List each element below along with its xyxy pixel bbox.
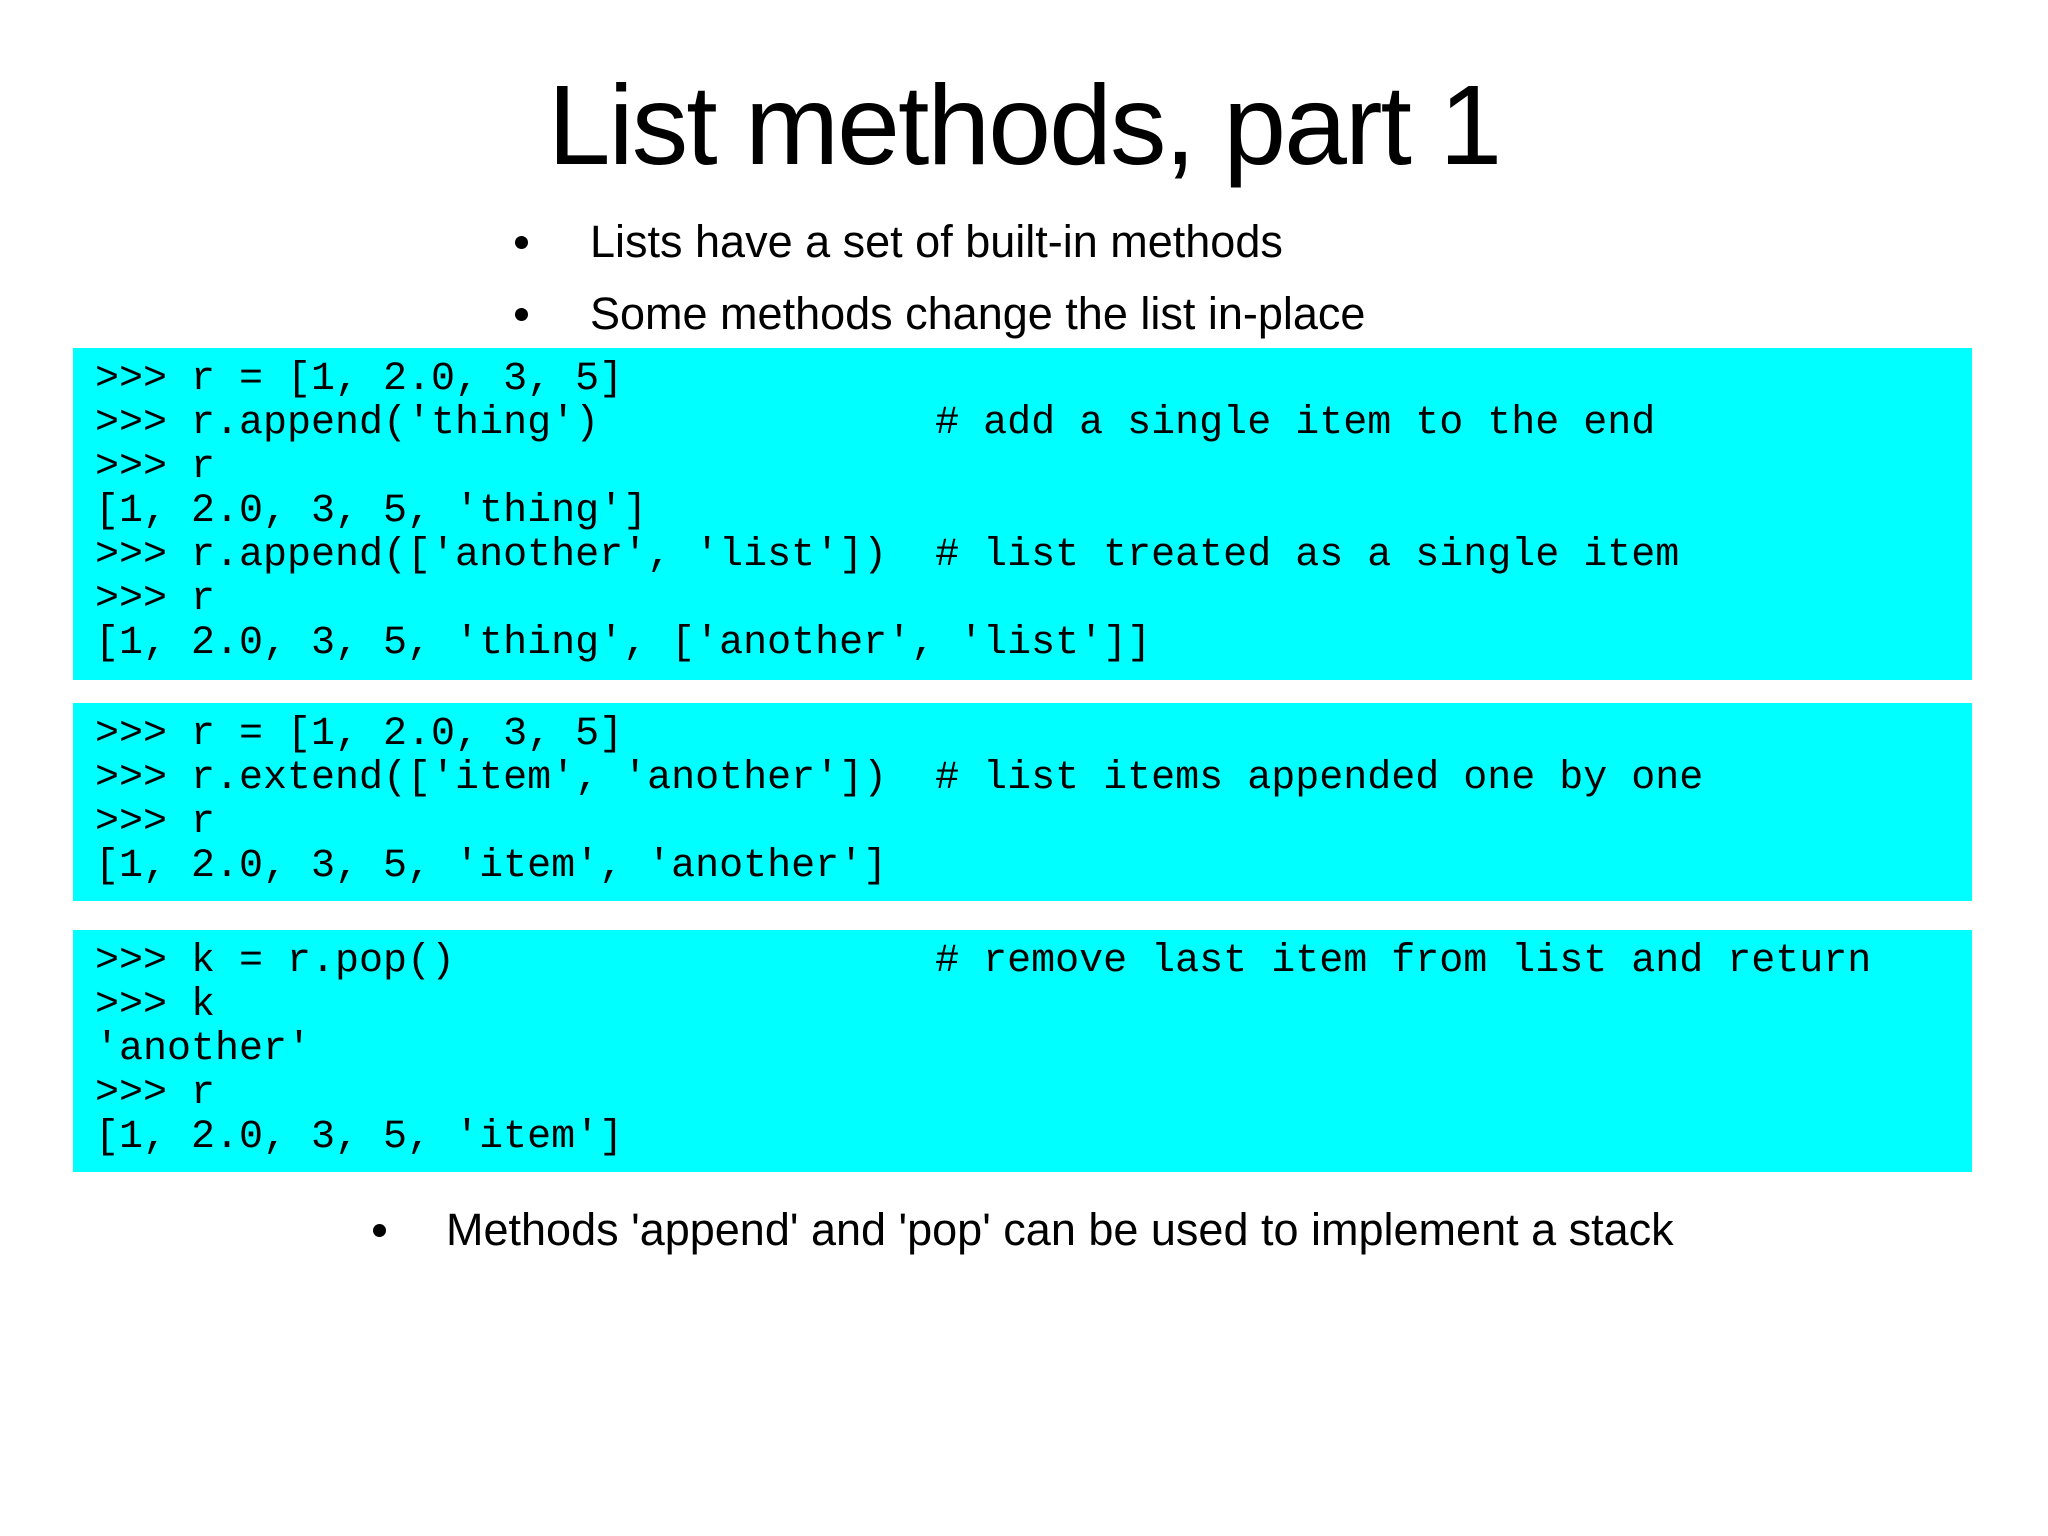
intro-bullet-list: Lists have a set of built-in methods Som…	[515, 206, 1365, 350]
bullet-item: Some methods change the list in-place	[515, 278, 1365, 350]
code-line: >>> r	[95, 445, 216, 490]
bullet-dot-icon	[515, 307, 528, 321]
code-line: >>> r.append('thing') # add a single ite…	[95, 401, 1656, 446]
bullet-item: Methods 'append' and 'pop' can be used t…	[373, 1200, 1674, 1260]
bullet-label: Lists have a set of built-in methods	[590, 216, 1283, 267]
code-block-append: >>> r = [1, 2.0, 3, 5] >>> r.append('thi…	[73, 348, 1972, 680]
code-line: >>> k	[95, 983, 216, 1028]
code-line: >>> r = [1, 2.0, 3, 5]	[95, 357, 624, 402]
code-block-pop: >>> k = r.pop() # remove last item from …	[73, 930, 1972, 1172]
code-block-extend: >>> r = [1, 2.0, 3, 5] >>> r.extend(['it…	[73, 703, 1972, 901]
code-line: >>> k = r.pop() # remove last item from …	[95, 939, 1872, 984]
bullet-dot-icon	[515, 235, 528, 249]
code-line: >>> r	[95, 1071, 216, 1116]
bullet-label: Methods 'append' and 'pop' can be used t…	[446, 1204, 1674, 1255]
bullet-item: Lists have a set of built-in methods	[515, 206, 1365, 278]
code-line: >>> r	[95, 800, 216, 845]
code-line: [1, 2.0, 3, 5, 'thing']	[95, 489, 648, 534]
bullet-label: Some methods change the list in-place	[590, 288, 1366, 339]
code-line: >>> r	[95, 577, 216, 622]
code-line: [1, 2.0, 3, 5, 'item', 'another']	[95, 844, 888, 889]
code-line: >>> r.append(['another', 'list']) # list…	[95, 533, 1680, 578]
page-title: List methods, part 1	[547, 62, 1502, 188]
closing-bullet: Methods 'append' and 'pop' can be used t…	[373, 1200, 1674, 1260]
code-line: [1, 2.0, 3, 5, 'thing', ['another', 'lis…	[95, 621, 1152, 666]
code-line: [1, 2.0, 3, 5, 'item']	[95, 1115, 624, 1160]
code-line: 'another'	[95, 1027, 312, 1072]
code-line: >>> r = [1, 2.0, 3, 5]	[95, 712, 624, 757]
code-line: >>> r.extend(['item', 'another']) # list…	[95, 756, 1704, 801]
bullet-dot-icon	[373, 1223, 386, 1237]
